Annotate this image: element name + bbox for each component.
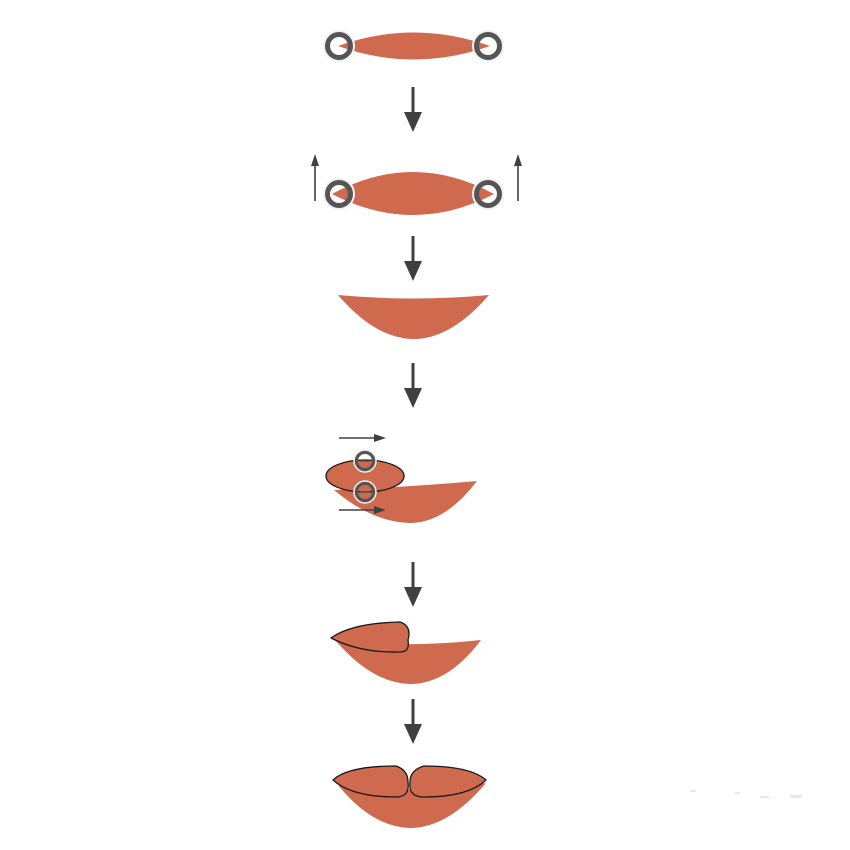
- anchor-point-icon: [472, 178, 504, 210]
- upper-lip-shape: [325, 459, 405, 493]
- lens-shape: [332, 172, 494, 215]
- arrow-down-icon: [404, 562, 422, 607]
- step-6-full-lips: [332, 765, 487, 828]
- faint-watermark: [690, 790, 802, 798]
- step-1-flat-lens: [323, 30, 504, 62]
- arrow-down-icon: [404, 363, 422, 408]
- anchor-point-icon: [353, 449, 377, 473]
- anchor-point-icon: [353, 480, 377, 504]
- arrow-down-icon: [404, 87, 422, 132]
- lower-lip-shape: [338, 295, 489, 340]
- arrow-right-icon: [339, 506, 386, 514]
- lens-shape: [338, 32, 490, 60]
- upper-lip-left-shape: [332, 765, 409, 798]
- upper-lip-half-shape: [330, 621, 410, 653]
- anchor-point-icon: [323, 30, 355, 62]
- anchor-point-icon: [323, 178, 355, 210]
- arrow-right-icon: [339, 434, 386, 442]
- anchor-point-icon: [472, 30, 504, 62]
- step-5-half-lips: [330, 621, 481, 684]
- upper-lip-right-shape: [409, 765, 487, 798]
- arrow-up-icon: [311, 154, 319, 201]
- step-2-raised-lens: [311, 154, 522, 215]
- step-4-upper-lip-moving: [325, 434, 477, 523]
- arrow-up-icon: [514, 154, 522, 201]
- step-3-lower-lip: [338, 295, 489, 340]
- arrow-down-icon: [404, 236, 422, 281]
- arrow-down-icon: [404, 699, 422, 744]
